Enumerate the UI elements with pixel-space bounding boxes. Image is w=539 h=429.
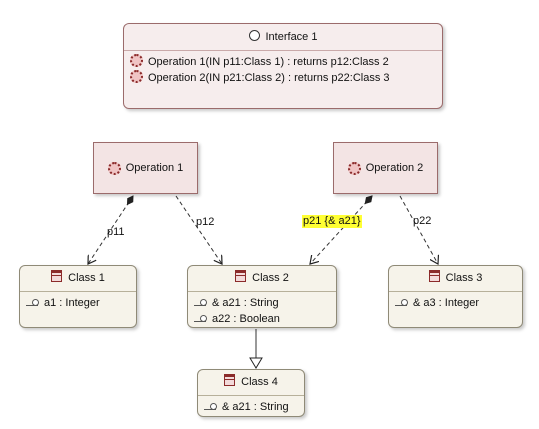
edge-p12[interactable] bbox=[175, 195, 222, 264]
class-1-name: Class 1 bbox=[68, 272, 105, 284]
class-2-attributes: & a21 : String a22 : Boolean bbox=[188, 292, 336, 327]
attribute-icon bbox=[194, 314, 207, 322]
interface-box[interactable]: Interface 1 Operation 1(IN p11:Class 1) … bbox=[123, 23, 443, 109]
edge-label-p11[interactable]: p11 bbox=[107, 226, 125, 238]
operation-1-label: Operation 1 bbox=[125, 162, 184, 174]
class-4-attribute-1-text: & a21 : String bbox=[222, 401, 289, 413]
interface-operation-1-text: Operation 1(IN p11:Class 1) : returns p1… bbox=[148, 56, 389, 68]
attribute-icon bbox=[194, 298, 207, 306]
operation-1-box[interactable]: Operation 1 bbox=[93, 142, 198, 194]
class-2-header: Class 2 bbox=[188, 266, 336, 292]
class-3-attribute-1-text: & a3 : Integer bbox=[413, 297, 480, 309]
interface-operation-2-text: Operation 2(IN p21:Class 2) : returns p2… bbox=[148, 72, 390, 84]
class-4-box[interactable]: Class 4 & a21 : String bbox=[197, 369, 305, 417]
class-1-header: Class 1 bbox=[20, 266, 136, 292]
class-2-attribute-2-text: a22 : Boolean bbox=[212, 313, 280, 325]
class-1-attribute-1[interactable]: a1 : Integer bbox=[26, 295, 136, 311]
class-2-attribute-1[interactable]: & a21 : String bbox=[194, 295, 336, 311]
edge-p22[interactable] bbox=[399, 195, 438, 264]
interface-operation-1[interactable]: Operation 1(IN p11:Class 1) : returns p1… bbox=[130, 54, 442, 70]
class-4-attribute-1[interactable]: & a21 : String bbox=[204, 399, 304, 415]
edge-label-p12[interactable]: p12 bbox=[196, 216, 215, 228]
edge-label-p22[interactable]: p22 bbox=[413, 215, 432, 227]
class-2-name: Class 2 bbox=[252, 272, 289, 284]
class-3-attributes: & a3 : Integer bbox=[389, 292, 522, 311]
class-1-attributes: a1 : Integer bbox=[20, 292, 136, 311]
class-3-box[interactable]: Class 3 & a3 : Integer bbox=[388, 265, 523, 328]
class-2-box[interactable]: Class 2 & a21 : String a22 : Boolean bbox=[187, 265, 337, 328]
interface-header: Interface 1 bbox=[124, 24, 442, 51]
class-icon bbox=[51, 270, 63, 282]
class-icon bbox=[428, 270, 440, 282]
class-3-header: Class 3 bbox=[389, 266, 522, 292]
class-4-attributes: & a21 : String bbox=[198, 396, 304, 415]
operation-gear-icon bbox=[130, 54, 143, 67]
class-icon bbox=[224, 374, 236, 386]
attribute-icon bbox=[395, 298, 408, 306]
edge-p21[interactable] bbox=[310, 196, 372, 264]
operation-gear-icon bbox=[107, 161, 121, 175]
attribute-icon bbox=[204, 402, 217, 410]
interface-circle-icon bbox=[248, 30, 260, 41]
attribute-icon bbox=[26, 298, 39, 306]
class-4-name: Class 4 bbox=[241, 376, 278, 388]
operation-gear-icon bbox=[347, 161, 361, 175]
interface-title: Interface 1 bbox=[265, 31, 318, 43]
class-icon bbox=[235, 270, 247, 282]
interface-operations: Operation 1(IN p11:Class 1) : returns p1… bbox=[124, 51, 442, 86]
interface-operation-2[interactable]: Operation 2(IN p21:Class 2) : returns p2… bbox=[130, 70, 442, 86]
operation-2-label: Operation 2 bbox=[365, 162, 424, 174]
class-4-header: Class 4 bbox=[198, 370, 304, 396]
class-2-attribute-2[interactable]: a22 : Boolean bbox=[194, 311, 336, 327]
class-1-attribute-1-text: a1 : Integer bbox=[44, 297, 100, 309]
class-1-box[interactable]: Class 1 a1 : Integer bbox=[19, 265, 137, 328]
class-3-name: Class 3 bbox=[445, 272, 483, 284]
class-2-attribute-1-text: & a21 : String bbox=[212, 297, 279, 309]
edge-label-p21-highlighted[interactable]: p21 {& a21} bbox=[302, 215, 362, 228]
class-3-attribute-1[interactable]: & a3 : Integer bbox=[395, 295, 522, 311]
operation-gear-icon bbox=[130, 70, 143, 83]
operation-2-box[interactable]: Operation 2 bbox=[333, 142, 438, 194]
